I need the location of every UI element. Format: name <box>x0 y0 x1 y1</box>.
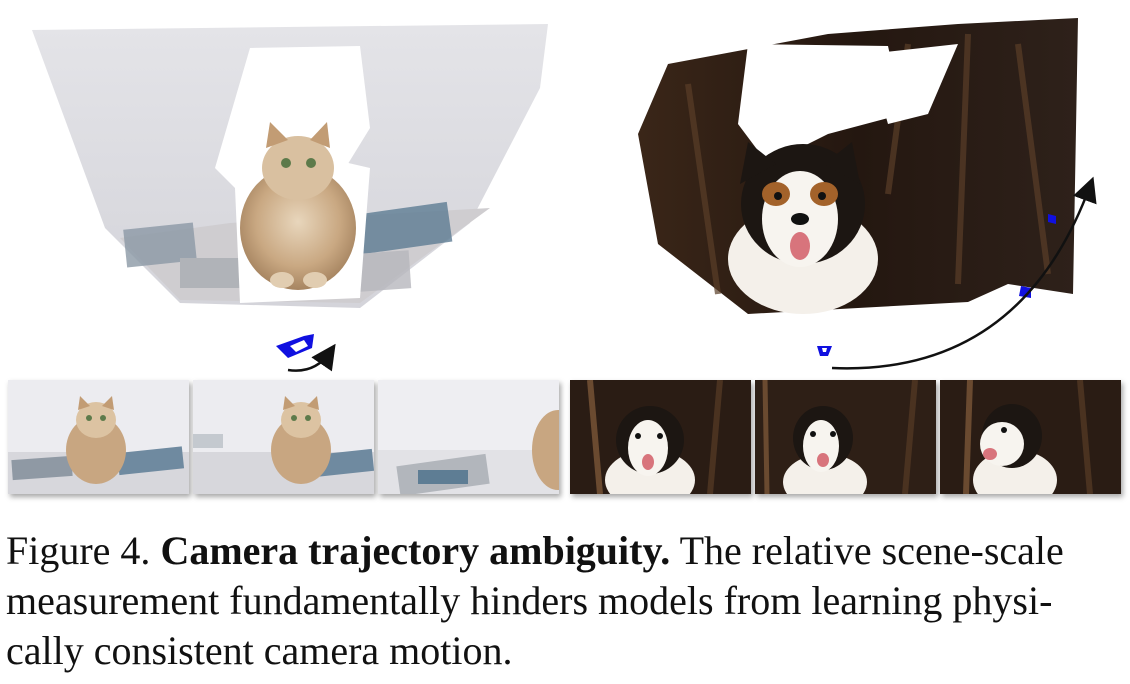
dog-camera-frustum-end-icon <box>1048 214 1056 224</box>
dog-frame-1 <box>570 380 751 494</box>
cat-frame-2 <box>193 380 374 494</box>
caption-line-1: Figure 4. Camera trajectory ambiguity. T… <box>6 526 1126 576</box>
dog-frame-2 <box>755 380 936 494</box>
caption-line-3: cally consistent camera motion. <box>6 628 513 673</box>
cat-frame-1 <box>8 380 189 494</box>
dog-figure <box>728 142 878 314</box>
dog-point-cloud <box>638 18 1078 314</box>
figure-caption: Figure 4. Camera trajectory ambiguity. T… <box>6 526 1126 676</box>
cat-trajectory-arrow-icon <box>287 343 336 372</box>
cat-frame-3 <box>378 380 559 494</box>
dog-trajectory-arrow-icon <box>831 176 1097 370</box>
cat-frame-strip <box>8 380 559 494</box>
cat-camera-frustum-icon <box>276 334 314 358</box>
caption-title: Camera trajectory ambiguity. <box>160 528 671 573</box>
cat-point-cloud <box>32 24 548 308</box>
caption-line-2: measurement fundamentally hinders models… <box>6 578 1053 623</box>
dog-frame-strip <box>570 380 1121 494</box>
caption-label: Figure 4. <box>6 528 151 573</box>
cat-figure <box>240 122 356 290</box>
caption-line-1-rest: The relative scene-scale <box>679 528 1064 573</box>
dog-camera-frustum-start-icon <box>817 346 832 356</box>
dog-frame-3 <box>940 380 1121 494</box>
